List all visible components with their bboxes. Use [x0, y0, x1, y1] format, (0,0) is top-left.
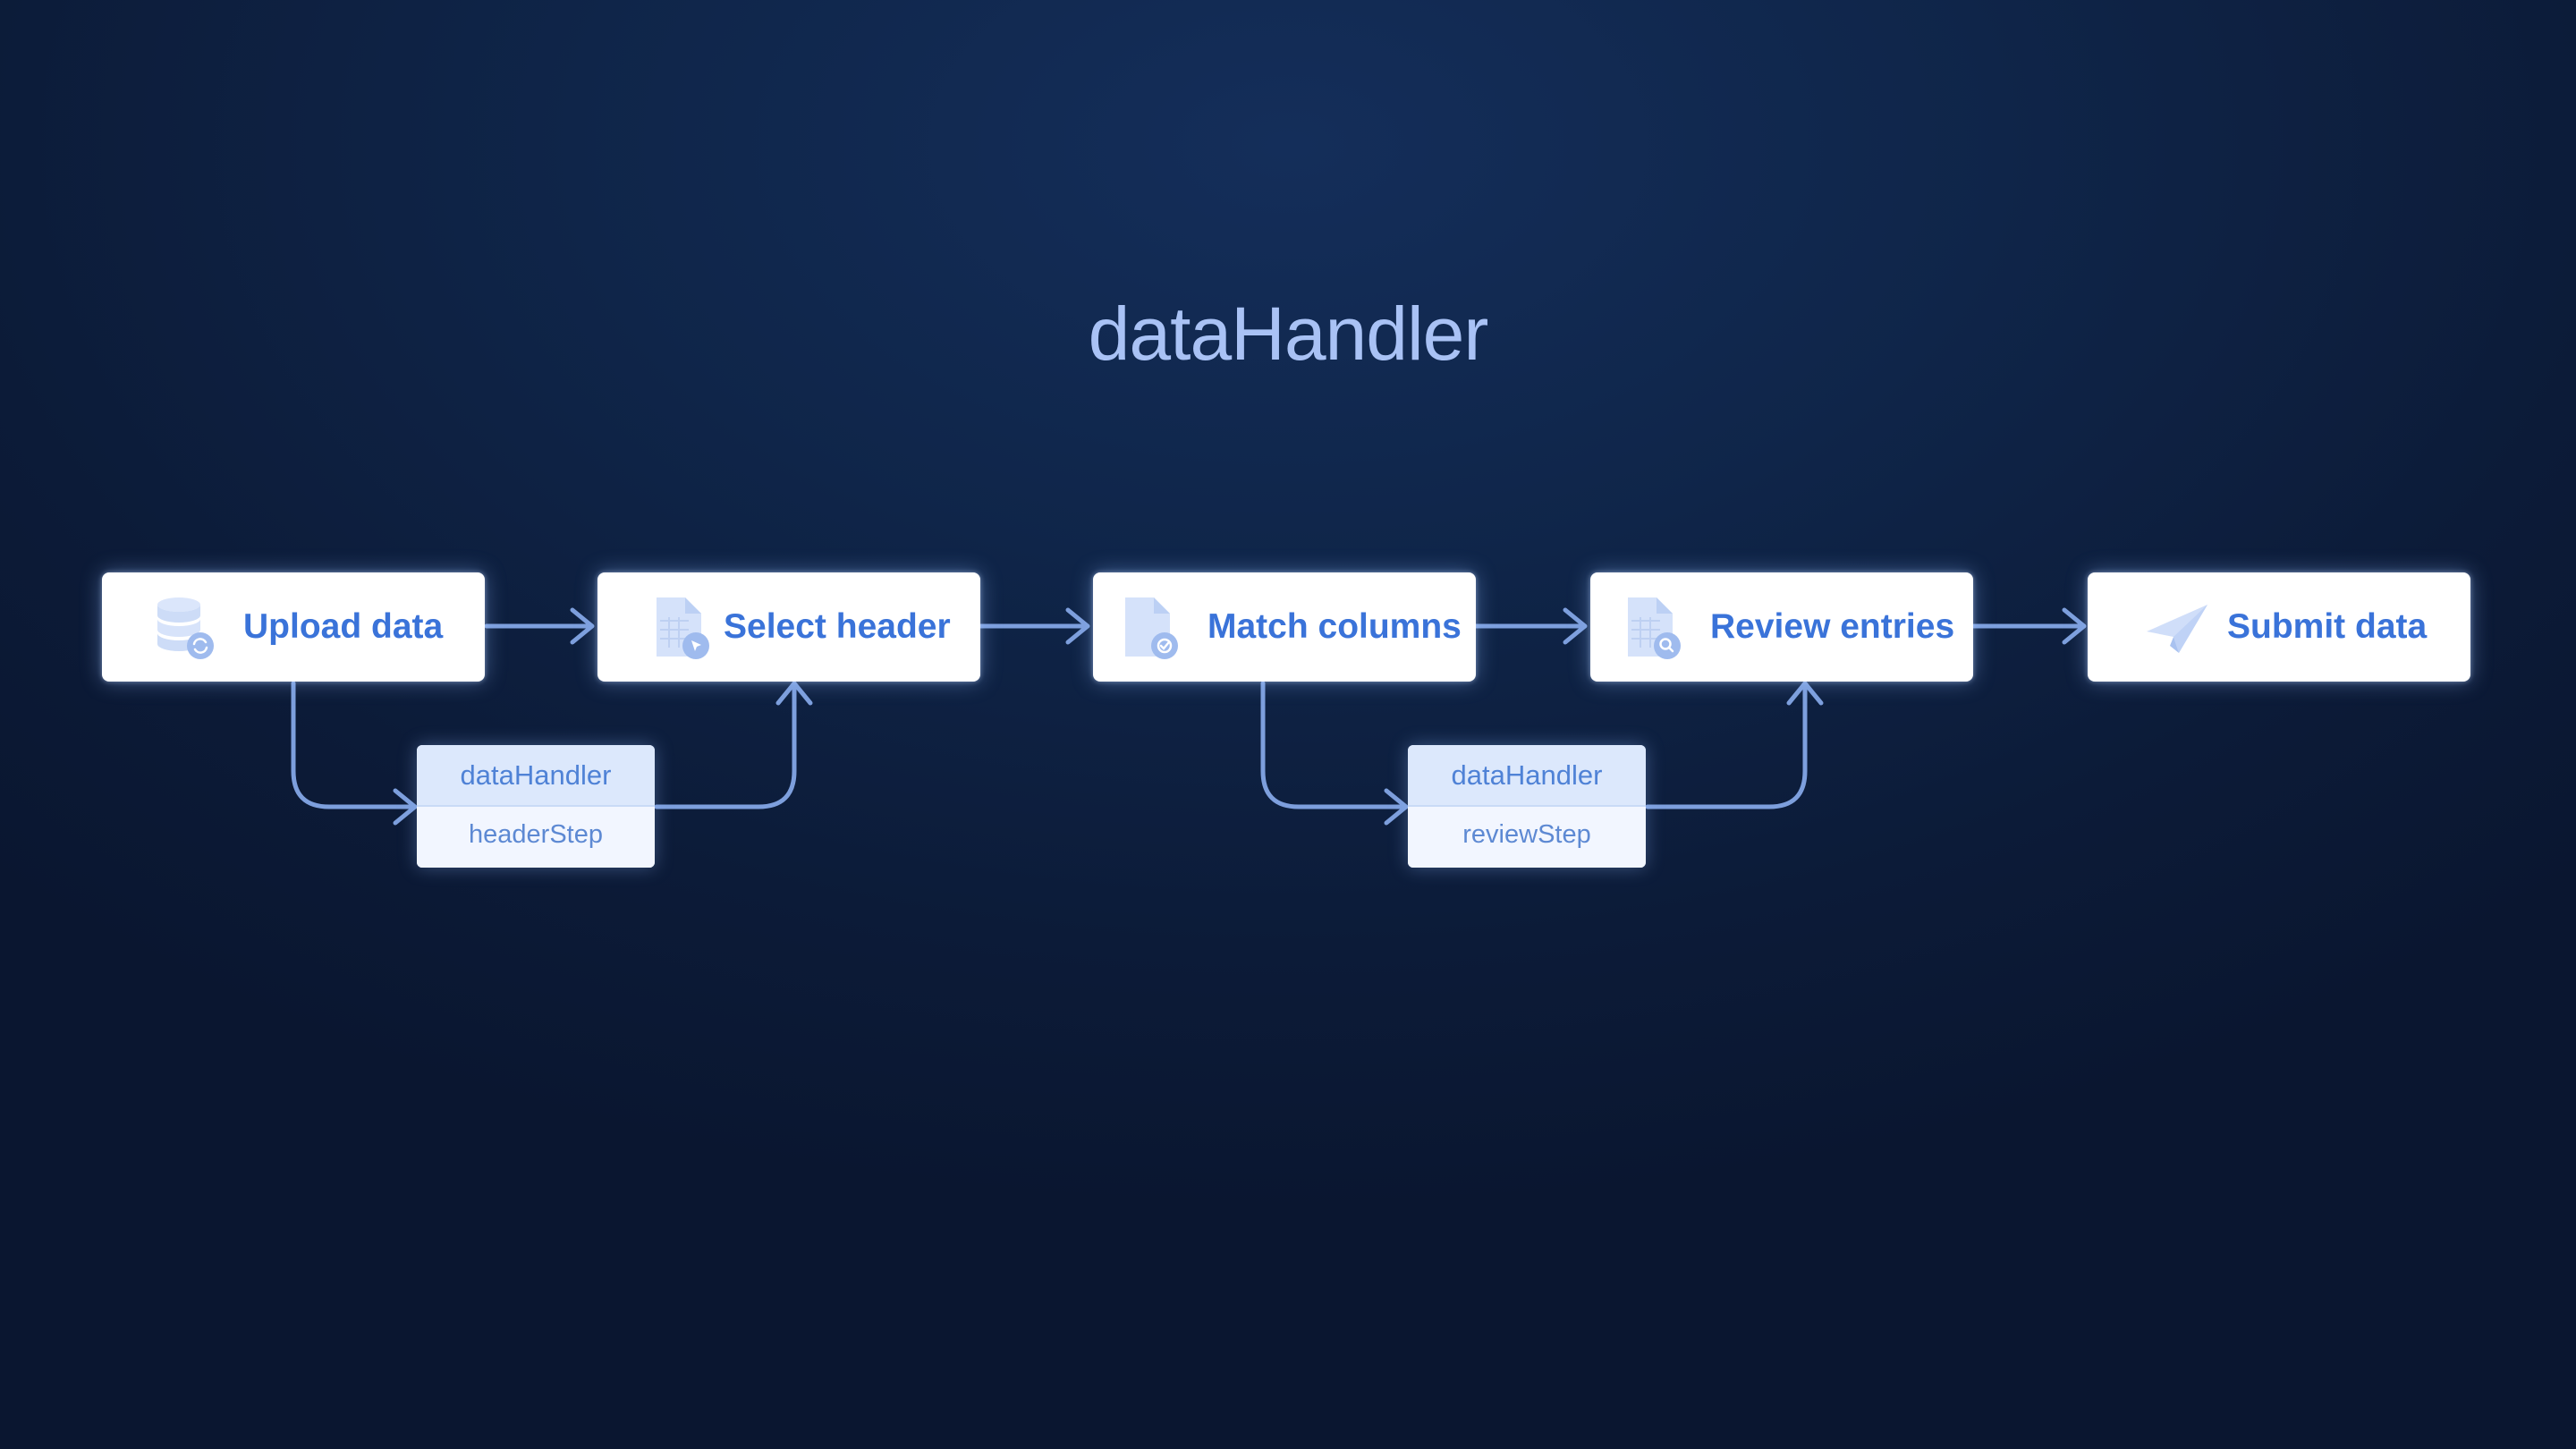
step-upload-data[interactable]: Upload data [102, 572, 485, 682]
step-submit-data[interactable]: Submit data [2088, 572, 2470, 682]
step-label-match: Match columns [1208, 607, 1462, 646]
substep-review[interactable]: dataHandler reviewStep [1408, 745, 1646, 868]
paper-plane-icon [2147, 605, 2207, 653]
substep-header[interactable]: dataHandler headerStep [417, 745, 655, 868]
step-match-columns[interactable]: Match columns [1093, 572, 1476, 682]
document-cursor-icon [657, 597, 709, 659]
step-select-header[interactable]: Select header [597, 572, 980, 682]
arrow-review-to-submit [1970, 607, 2087, 645]
step-label-upload: Upload data [243, 607, 444, 646]
arrow-upload-to-select [484, 607, 595, 645]
substep-step-label: headerStep [417, 807, 655, 868]
branch-match-to-reviewstep [1260, 681, 1409, 826]
step-label-review: Review entries [1710, 607, 1955, 646]
arrow-match-to-review [1473, 607, 1588, 645]
document-check-icon [1125, 597, 1178, 659]
spreadsheet-search-icon [1628, 597, 1681, 659]
branch-headerstep-to-select [654, 681, 813, 809]
substep-step-label: reviewStep [1408, 807, 1646, 868]
arrow-select-to-match [978, 607, 1090, 645]
database-sync-icon [157, 597, 214, 659]
substep-handler-label: dataHandler [1408, 745, 1646, 807]
step-label-submit: Submit data [2227, 607, 2428, 646]
step-label-select: Select header [724, 607, 951, 646]
step-review-entries[interactable]: Review entries [1590, 572, 1973, 682]
branch-reviewstep-to-review [1645, 681, 1824, 809]
substep-handler-label: dataHandler [417, 745, 655, 807]
branch-upload-to-headerstep [291, 681, 418, 826]
diagram-title: dataHandler [1088, 292, 1489, 376]
